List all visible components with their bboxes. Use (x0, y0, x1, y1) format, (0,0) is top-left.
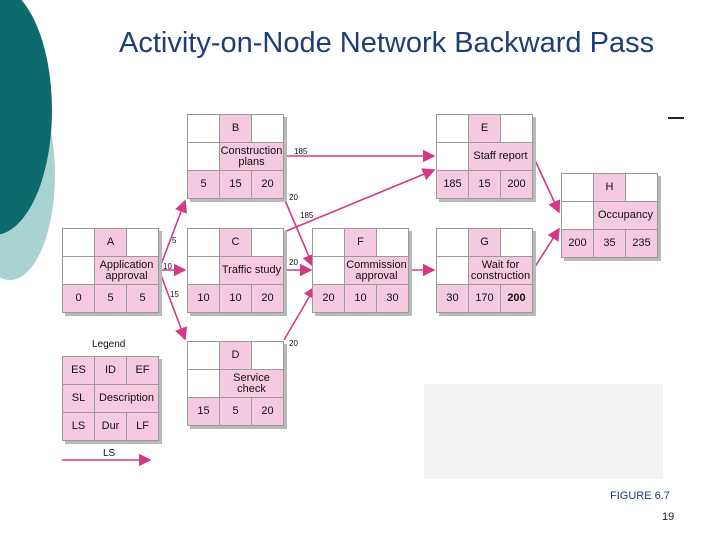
node-e-dur: 15 (468, 170, 501, 199)
legend-es: ES (62, 356, 95, 385)
label-a-d: 15 (170, 290, 179, 299)
node-e-desc: Staff report (468, 142, 533, 171)
node-d-ef: 20 (251, 397, 284, 426)
node-c: C Traffic study 10 10 20 (187, 228, 287, 316)
node-g-id: G (468, 228, 501, 257)
teal-decoration (0, 0, 55, 280)
node-a-id: A (94, 228, 127, 257)
node-e: E Staff report 185 15 200 (436, 114, 536, 202)
node-a: A Application approval 0 5 5 (62, 228, 162, 316)
node-g-dur: 170 (468, 284, 501, 313)
label-c-e: 185 (300, 211, 314, 220)
node-g: G Wait for construction 30 170 200 (436, 228, 536, 316)
node-b-es: 5 (187, 170, 220, 199)
node-d-desc: Service check (219, 369, 284, 398)
legend-id: ID (94, 356, 127, 385)
label-b-e: 185 (294, 147, 308, 156)
node-g-es: 30 (436, 284, 469, 313)
node-c-dur: 10 (219, 284, 252, 313)
node-c-desc: Traffic study (219, 256, 284, 285)
node-b-desc: Construction plans (219, 142, 284, 171)
label-c-f: 20 (289, 258, 298, 267)
title-dash (668, 117, 684, 119)
legend-description: Description (94, 384, 159, 413)
node-a-ef: 5 (126, 284, 159, 313)
node-d-dur: 5 (219, 397, 252, 426)
node-c-id: C (219, 228, 252, 257)
node-f-desc: Commission approval (344, 256, 409, 285)
label-a-b: 5 (172, 236, 177, 245)
node-b-id: B (219, 114, 252, 143)
arrow-c-e (283, 168, 436, 233)
node-h-es: 200 (561, 229, 594, 258)
slide-title: Activity-on-Node Network Backward Pass (119, 27, 655, 59)
node-h-desc: Occupancy (593, 201, 658, 230)
node-d: D Service check 15 5 20 (187, 341, 287, 429)
legend-ls: LS (62, 412, 95, 441)
node-b: B Construction plans 5 15 20 (187, 114, 287, 202)
node-e-id: E (468, 114, 501, 143)
arrow-d-f (283, 285, 316, 341)
node-e-es: 185 (436, 170, 469, 199)
node-h-dur: 35 (593, 229, 626, 258)
gray-panel (424, 384, 663, 479)
node-a-es: 0 (62, 284, 95, 313)
arrow-a-b (158, 199, 188, 271)
node-d-id: D (219, 341, 252, 370)
legend-lf: LF (126, 412, 159, 441)
arrow-b-f (283, 197, 315, 268)
legend-sl: SL (62, 384, 95, 413)
node-f-ef: 30 (376, 284, 409, 313)
arrow-a-d (158, 269, 188, 341)
teal-dark-shape (0, 0, 52, 235)
node-f-dur: 10 (344, 284, 377, 313)
legend-arrow-label: LS (103, 448, 116, 459)
node-d-es: 15 (187, 397, 220, 426)
label-a-c: 10 (163, 262, 172, 271)
node-c-ef: 20 (251, 284, 284, 313)
legend-dur: Dur (94, 412, 127, 441)
arrow-g-h (532, 227, 560, 271)
legend-node: ES ID EF SL Description LS Dur LF (62, 356, 162, 444)
label-b-f: 20 (289, 193, 298, 202)
node-a-dur: 5 (94, 284, 127, 313)
node-f: F Commission approval 20 10 30 (312, 228, 412, 316)
node-h: H Occupancy 200 35 235 (561, 173, 661, 261)
legend-title: Legend (92, 339, 126, 350)
page-number: 19 (662, 511, 675, 523)
node-a-desc: Application approval (94, 256, 159, 285)
label-d-f: 20 (289, 339, 298, 348)
node-g-desc: Wait for construction (468, 256, 533, 285)
node-f-es: 20 (312, 284, 345, 313)
node-e-ef: 200 (500, 170, 533, 199)
node-g-ef: 200 (500, 284, 533, 313)
node-c-es: 10 (187, 284, 220, 313)
node-f-id: F (344, 228, 377, 257)
node-b-ef: 20 (251, 170, 284, 199)
node-b-dur: 15 (219, 170, 252, 199)
node-h-ef: 235 (625, 229, 658, 258)
arrow-e-h (532, 155, 561, 214)
legend-ef: EF (126, 356, 159, 385)
node-h-id: H (593, 173, 626, 202)
figure-label: FIGURE 6.7 (610, 490, 670, 502)
